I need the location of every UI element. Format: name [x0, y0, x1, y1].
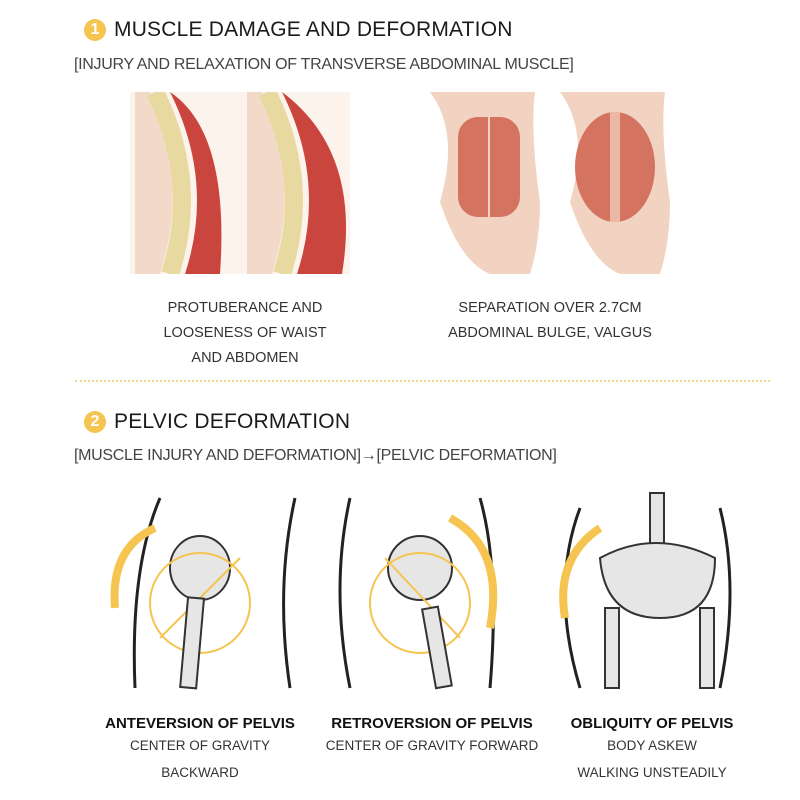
obliquity-caption: OBLIQUITY OF PELVIS BODY ASKEW WALKING U… [552, 715, 752, 786]
caption-line: PROTUBERANCE AND [167, 300, 323, 316]
spine-muscle-illustration [130, 92, 350, 274]
caption-separation: SEPARATION OVER 2.7CM ABDOMINAL BULGE, V… [430, 296, 670, 346]
caption-line: AND ABDOMEN [191, 350, 299, 366]
abdomen-illustration [430, 92, 670, 274]
caption-line: SEPARATION OVER 2.7CM [458, 300, 642, 316]
caption-line: BODY ASKEW [607, 738, 697, 753]
caption-title: OBLIQUITY OF PELVIS [570, 715, 734, 732]
obliquity-illustration [559, 492, 732, 689]
caption-line: CENTER OF GRAVITY FORWARD [325, 738, 539, 753]
pelvis-illustrations [110, 492, 732, 690]
caption-line: LOOSENESS OF WAIST [163, 325, 327, 341]
anteversion-caption: ANTEVERSION OF PELVIS CENTER OF GRAVITY … [90, 715, 310, 786]
caption-line: ABDOMINAL BULGE, VALGUS [448, 325, 652, 341]
section-1-subtitle: [INJURY AND RELAXATION OF TRANSVERSE ABD… [74, 56, 574, 73]
caption-line: WALKING UNSTEADILY [577, 765, 727, 780]
section-2-title: PELVIC DEFORMATION [114, 410, 351, 433]
number-badge-2: 2 [84, 411, 106, 433]
retroversion-caption: RETROVERSION OF PELVIS CENTER OF GRAVITY… [322, 715, 542, 759]
spine-bulging [247, 92, 346, 274]
section-1-title: MUSCLE DAMAGE AND DEFORMATION [114, 18, 513, 41]
number-badge-1: 1 [84, 19, 106, 41]
divider [75, 380, 770, 382]
anteversion-illustration [110, 497, 297, 690]
caption-line: CENTER OF GRAVITY BACKWARD [129, 738, 270, 780]
caption-title: RETROVERSION OF PELVIS [331, 715, 533, 732]
section-2-subtitle: [MUSCLE INJURY AND DEFORMATION]→[PELVIC … [74, 447, 557, 464]
caption-waist: PROTUBERANCE AND LOOSENESS OF WAIST AND … [140, 296, 350, 371]
retroversion-illustration [338, 497, 498, 690]
spine-normal [135, 92, 222, 274]
caption-title: ANTEVERSION OF PELVIS [105, 715, 295, 732]
